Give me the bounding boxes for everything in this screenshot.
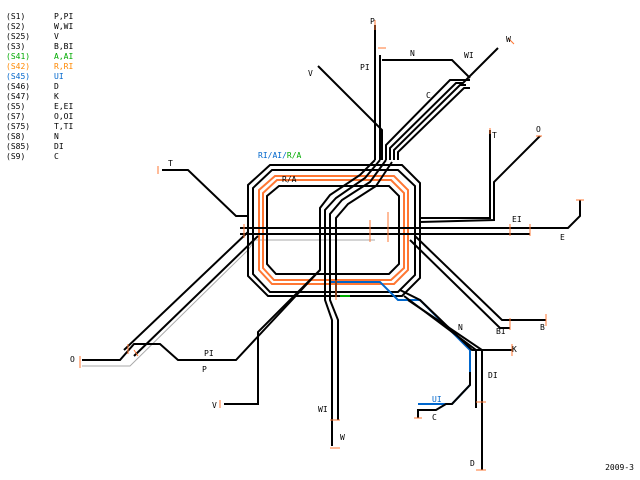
legend-lines: V — [54, 32, 59, 41]
label-ei: EI — [512, 215, 522, 224]
label-v-top: V — [308, 69, 313, 78]
legend-code: (S42) — [6, 62, 31, 71]
lines-center-south — [224, 159, 393, 446]
legend-row: (S25) V — [6, 32, 73, 42]
legend-row: (S45) UI — [6, 72, 73, 82]
label-d: D — [470, 459, 475, 468]
label-v-bottom: V — [212, 401, 217, 410]
label-t-right: T — [492, 131, 497, 140]
legend-code: (S3) — [6, 42, 26, 51]
legend-row: (S5) E,EI — [6, 102, 73, 112]
legend-code: (S5) — [6, 102, 26, 111]
legend-lines: R,RI — [54, 62, 74, 71]
label-o-right: O — [536, 125, 541, 134]
label-t-left: T — [168, 159, 173, 168]
ring-inner-black — [266, 185, 400, 275]
legend-row: (S42) R,RI — [6, 62, 73, 72]
stop-ticks — [79, 20, 584, 471]
legend-lines: E,EI — [54, 102, 74, 111]
legend-lines: A,AI — [54, 52, 74, 61]
legend-code: (S46) — [6, 82, 31, 91]
legend-row: (S3) B,BI — [6, 42, 73, 52]
legend-lines: DI — [54, 142, 64, 151]
label-e: E — [560, 233, 565, 242]
label-n: N — [410, 49, 415, 58]
legend-row: (S47) K — [6, 92, 73, 102]
legend-code: (S9) — [6, 152, 26, 161]
label-b: B — [540, 323, 545, 332]
legend: (S1)P,PI(S2)W,WI(S25)V(S3)B,BI(S41)A,AI(… — [6, 12, 73, 162]
legend-lines: UI — [54, 72, 64, 81]
label-p: P — [370, 17, 375, 26]
legend-row: (S85) DI — [6, 142, 73, 152]
legend-code: (S7) — [6, 112, 26, 121]
label-k: K — [512, 345, 517, 354]
legend-lines: O,OI — [54, 112, 74, 121]
lines-east — [240, 200, 581, 235]
legend-lines: T,TI — [54, 122, 74, 131]
legend-row: (S9) C — [6, 152, 73, 162]
label-ri-ai-r-a: RI/AI/R/A — [258, 151, 302, 160]
lines-south-east — [399, 289, 512, 470]
legend-row: (S7) O,OI — [6, 112, 73, 122]
legend-row: (S75) T,TI — [6, 122, 73, 132]
label-o-left: O — [70, 355, 75, 364]
ring-orange — [258, 175, 409, 285]
label-w-bottom: W — [340, 433, 345, 442]
legend-lines: B,BI — [54, 42, 74, 51]
legend-lines: C — [54, 152, 59, 161]
legend-code: (S41) — [6, 52, 31, 61]
legend-row: (S46) D — [6, 82, 73, 92]
legend-code: (S47) — [6, 92, 31, 101]
label-bi: BI — [496, 327, 506, 336]
label-c-bottom: C — [432, 413, 437, 422]
version-label: 2009-3 — [605, 463, 634, 472]
legend-lines: P,PI — [54, 12, 74, 21]
label-p-bottom: P — [202, 365, 207, 374]
line-v-top — [317, 65, 383, 160]
legend-code: (S25) — [6, 32, 31, 41]
legend-lines: W,WI — [54, 22, 74, 31]
lines-southeast — [409, 235, 546, 329]
label-n-right: N — [458, 323, 463, 332]
label-r-a: R/A — [282, 175, 297, 184]
legend-lines: K — [54, 92, 59, 101]
legend-row: (S1) P,PI — [6, 12, 73, 22]
legend-code: (S75) — [6, 122, 31, 131]
lines-southwest — [82, 231, 321, 361]
line-t-west — [162, 169, 248, 217]
line-ui — [330, 281, 471, 405]
label-pi: PI — [360, 63, 370, 72]
lines-east-north — [419, 130, 541, 223]
legend-row: (S41) A,AI — [6, 52, 73, 62]
legend-code: (S45) — [6, 72, 31, 81]
legend-lines: N — [54, 132, 59, 141]
label-w: W — [506, 35, 511, 44]
legend-code: (S8) — [6, 132, 26, 141]
label-wi: WI — [464, 51, 474, 60]
legend-row: (S8) N — [6, 132, 73, 142]
legend-lines: D — [54, 82, 59, 91]
legend-code: (S85) — [6, 142, 31, 151]
map-labels: P PI N WI W V C T O T EI E RI/AI/R/A R/A… — [70, 17, 565, 468]
legend-code: (S1) — [6, 12, 26, 21]
label-c-top: C — [426, 91, 431, 100]
lines-north-bundle — [382, 47, 499, 160]
legend-code: (S2) — [6, 22, 26, 31]
label-di: DI — [488, 371, 498, 380]
label-wi-bottom: WI — [318, 405, 328, 414]
legend-row: (S2) W,WI — [6, 22, 73, 32]
label-ui: UI — [432, 395, 442, 404]
label-pi-bottom: PI — [204, 349, 214, 358]
lines-p — [374, 25, 381, 160]
